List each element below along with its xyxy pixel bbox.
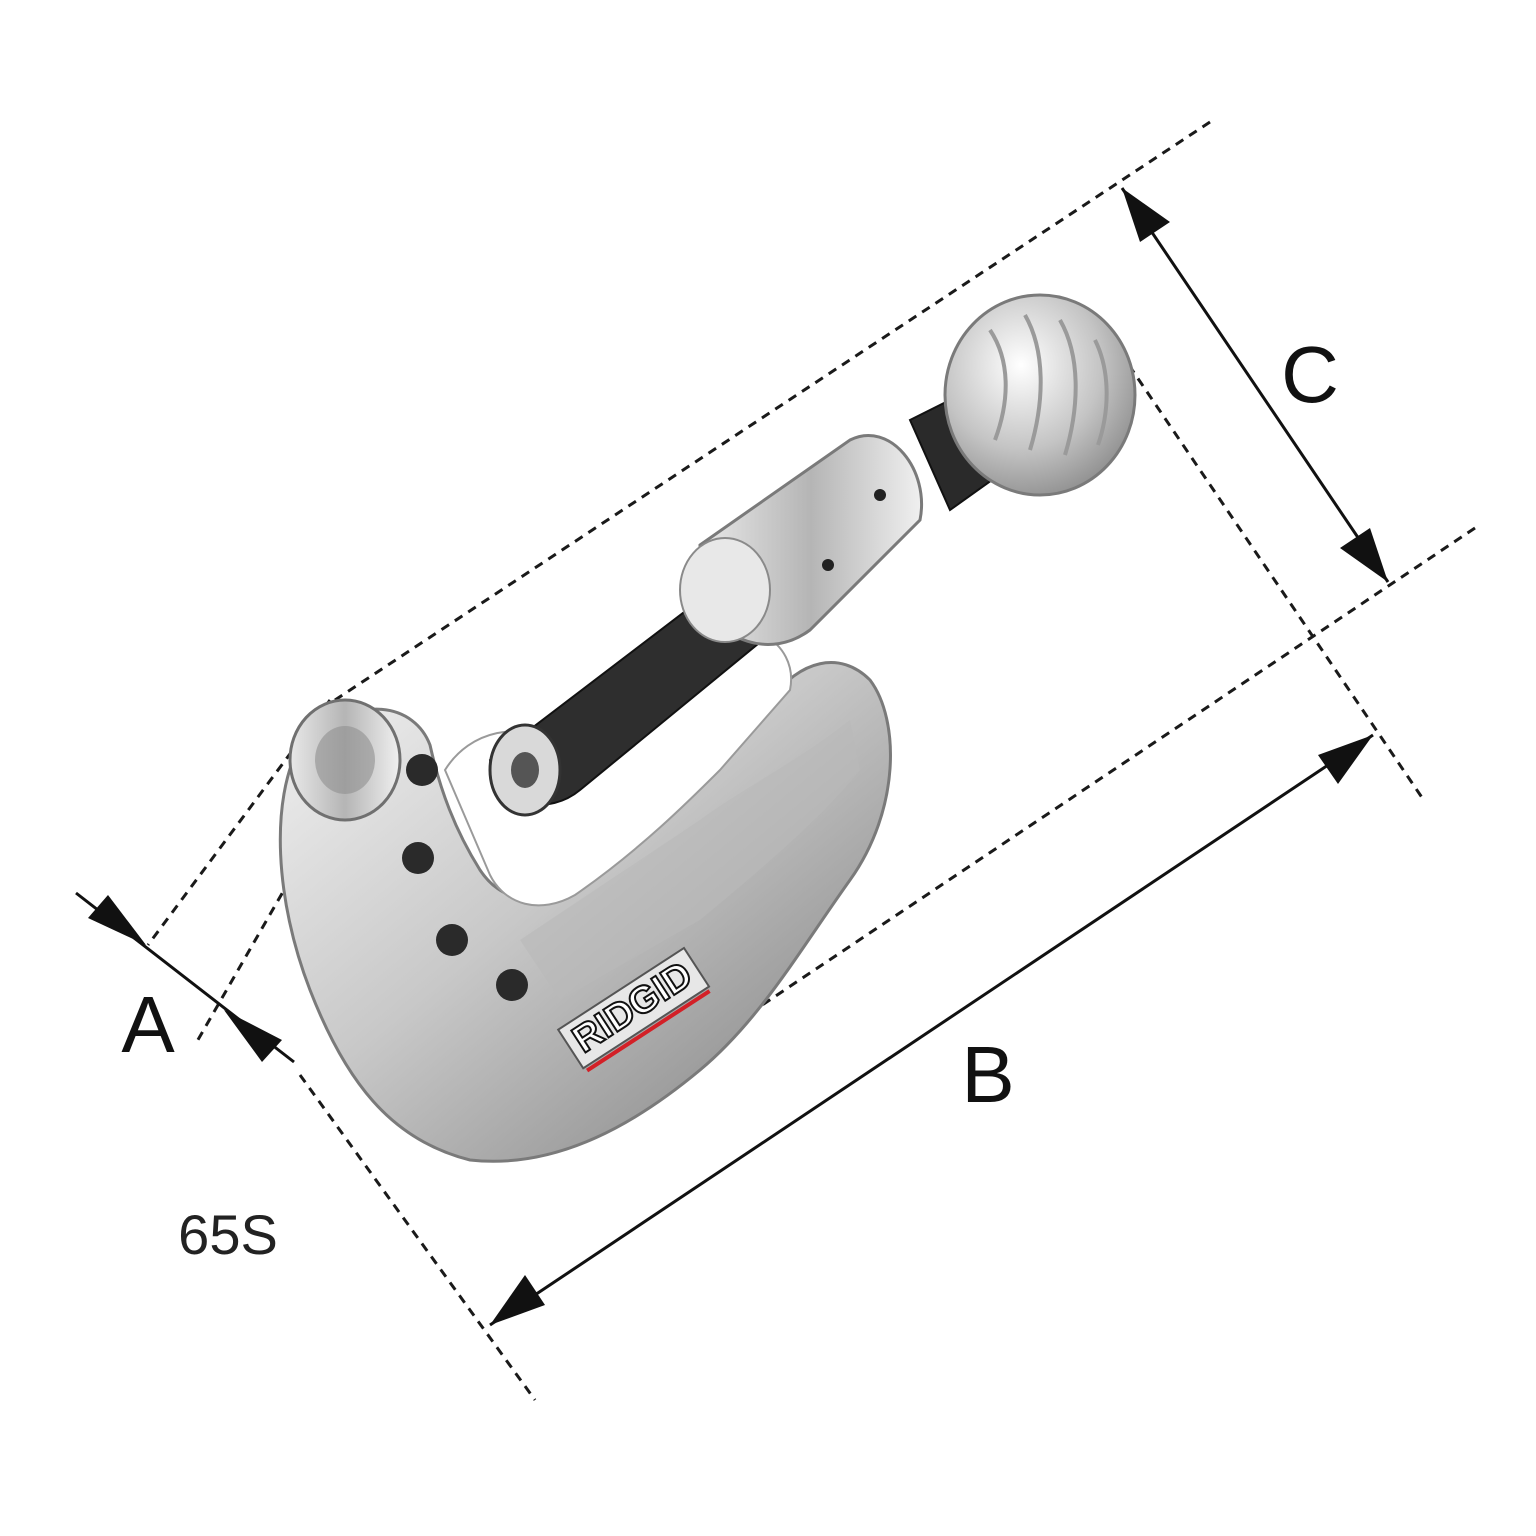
dimension-label-c: C bbox=[1281, 330, 1339, 419]
frame-holes bbox=[402, 754, 528, 1001]
frame-hole bbox=[406, 754, 438, 786]
frame-hole bbox=[402, 842, 434, 874]
arrow-b-left bbox=[490, 1275, 545, 1325]
arrow-a-bottom bbox=[224, 1010, 282, 1062]
dimension-a bbox=[75, 891, 295, 1064]
tube-cutter-illustration: RIDGID bbox=[278, 293, 1137, 1163]
dimension-label-b: B bbox=[961, 1030, 1014, 1119]
frame-inner-face bbox=[520, 720, 860, 1000]
dimension-b bbox=[489, 733, 1374, 1327]
arrow-c-top bbox=[1122, 188, 1170, 242]
frame-hole bbox=[436, 924, 468, 956]
arrow-b-right bbox=[1318, 735, 1373, 784]
model-label: 65S bbox=[178, 1203, 278, 1266]
dimension-c bbox=[1120, 187, 1390, 583]
frame-hole bbox=[496, 969, 528, 1001]
arrow-a-top bbox=[88, 895, 146, 945]
dimension-label-a: A bbox=[121, 980, 175, 1069]
arrow-c-bottom bbox=[1340, 528, 1388, 582]
knob-knurling bbox=[988, 314, 1109, 456]
